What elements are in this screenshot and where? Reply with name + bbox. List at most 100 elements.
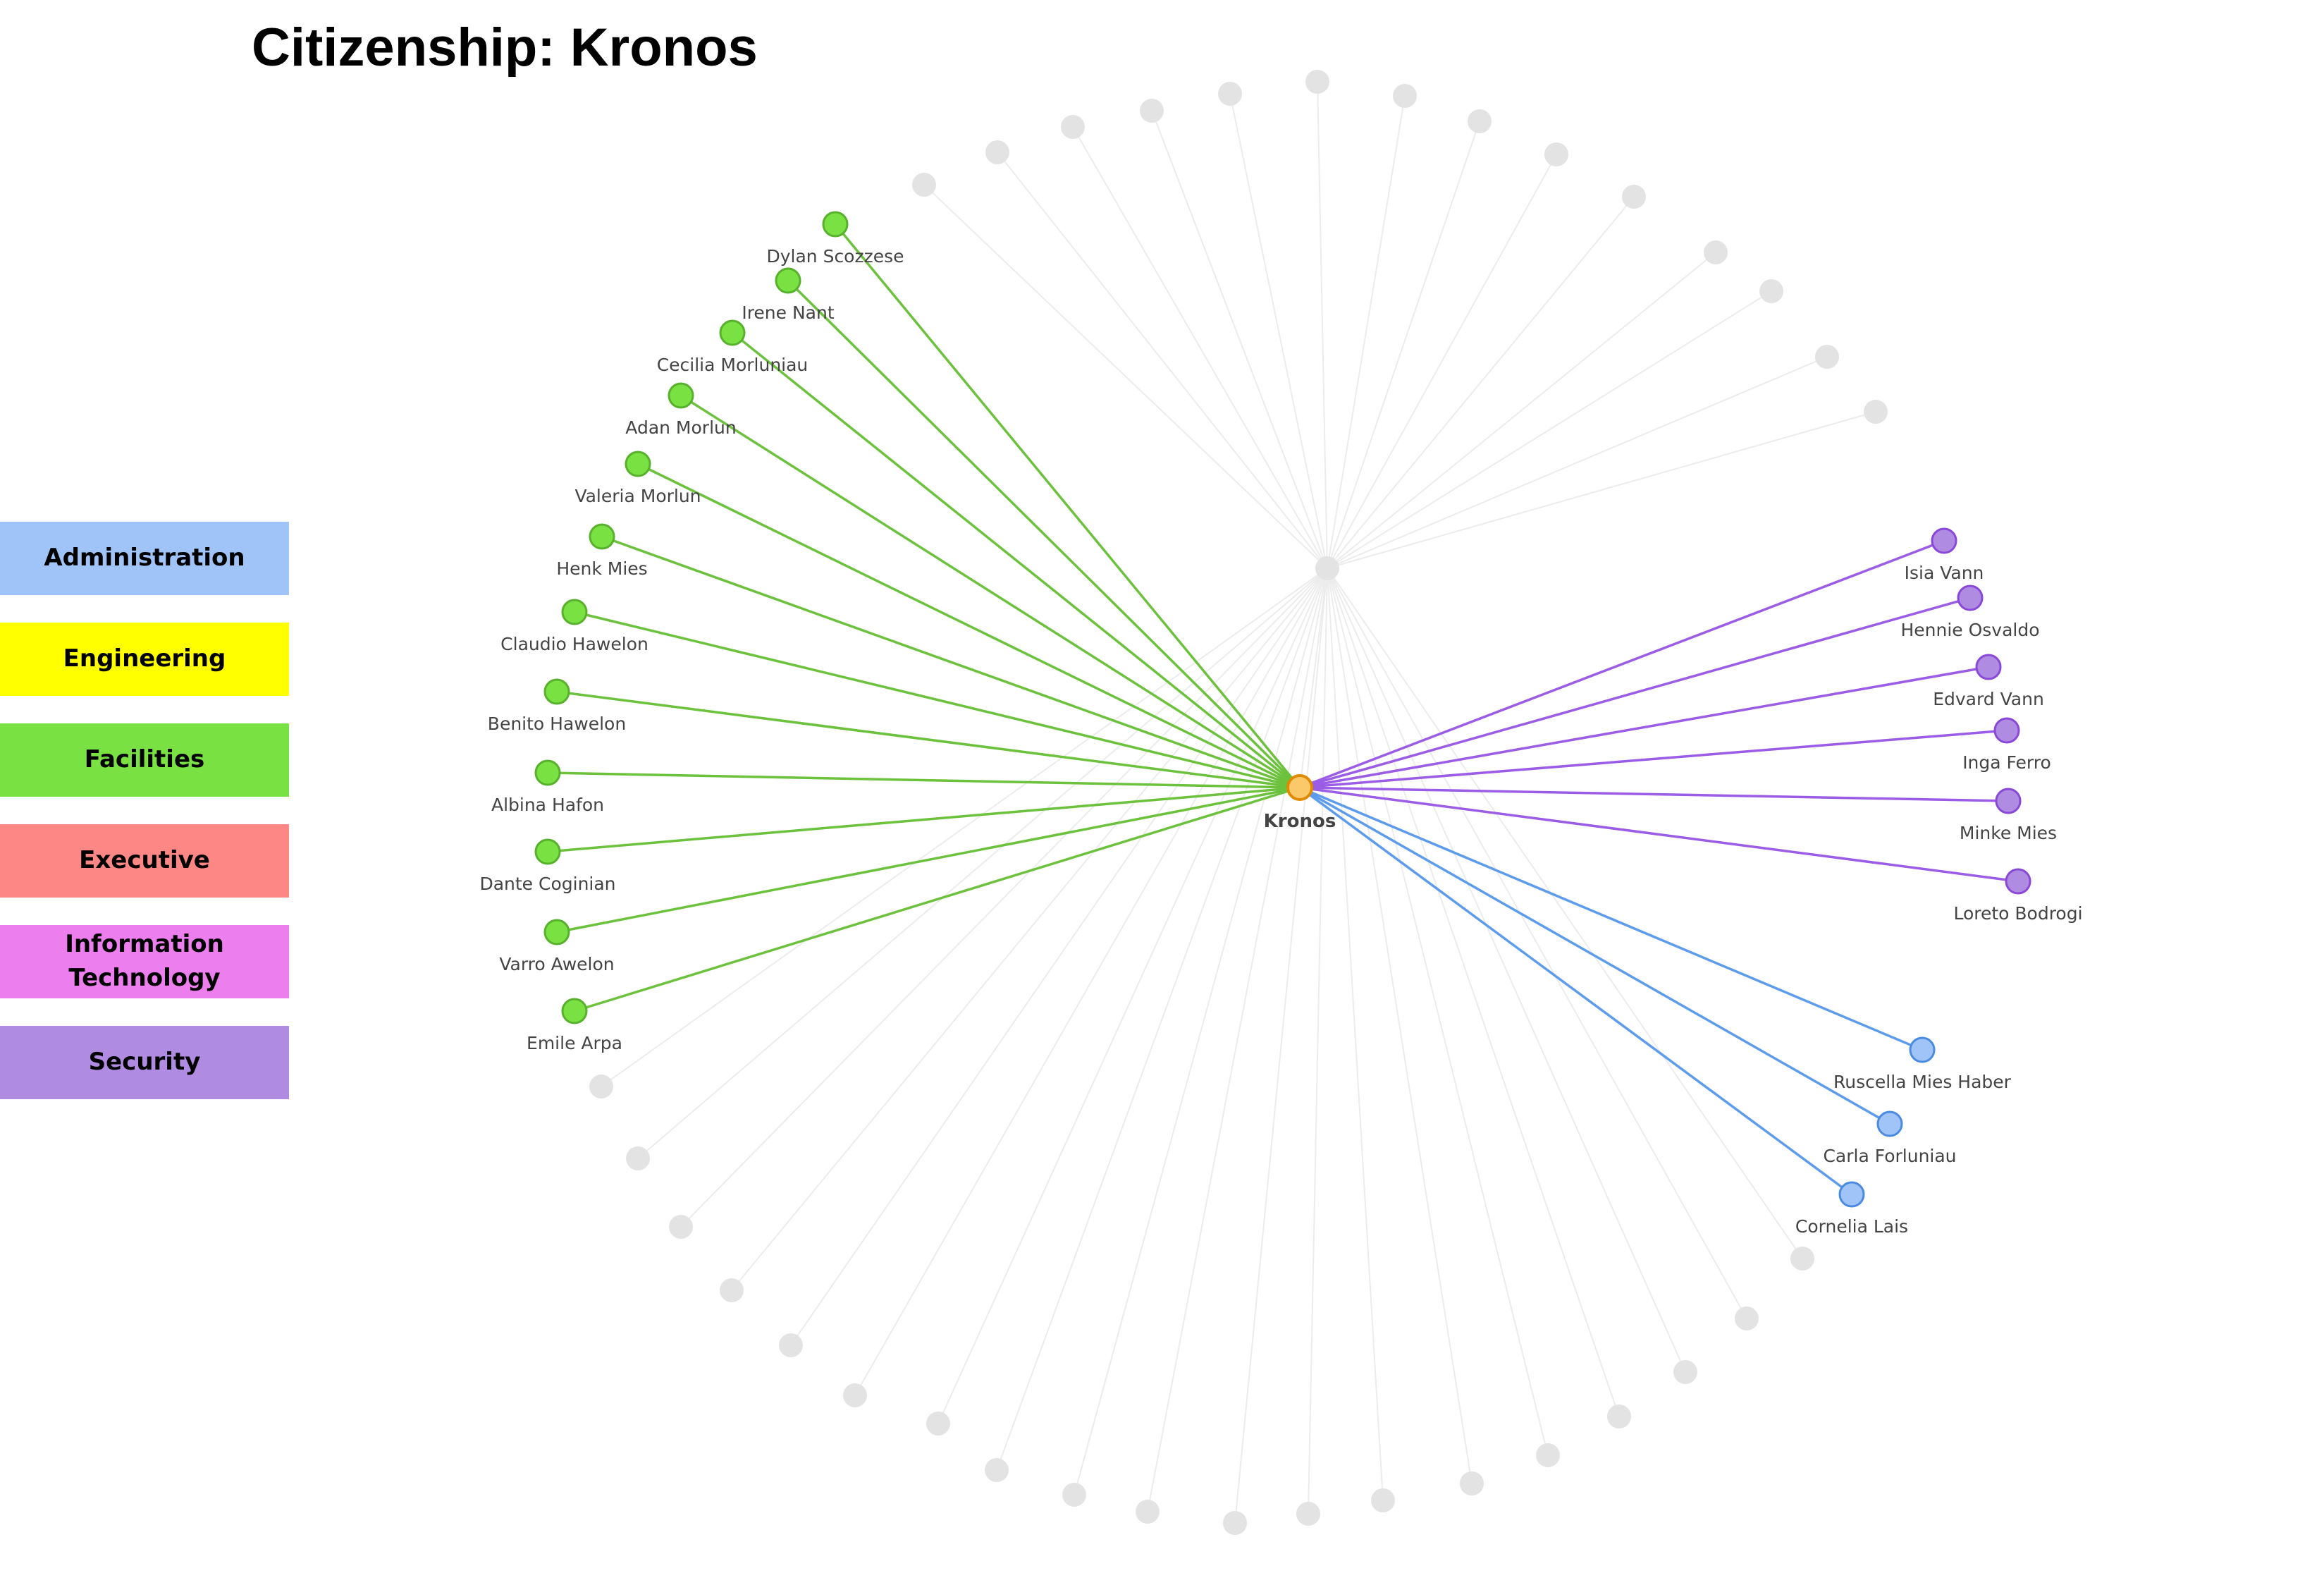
faded-edge xyxy=(1327,154,1557,569)
faded-node[interactable] xyxy=(1140,99,1164,123)
node-varro-awelon[interactable] xyxy=(543,919,570,945)
faded-edge xyxy=(1327,196,1635,569)
faded-node[interactable] xyxy=(1062,1483,1086,1507)
node-edvard-vann[interactable] xyxy=(1975,654,2002,680)
node-henk-mies[interactable] xyxy=(589,523,615,550)
faded-node[interactable] xyxy=(1607,1404,1631,1428)
node-inga-ferro[interactable] xyxy=(1993,717,2020,744)
legend-item-information-technology[interactable]: Information Technology xyxy=(0,925,289,998)
faded-node[interactable] xyxy=(1864,400,1888,424)
faded-edge xyxy=(1327,411,1876,569)
faded-node[interactable] xyxy=(1305,70,1329,94)
edge-kronos-loreto-bodrogi xyxy=(1299,786,2019,883)
faded-node[interactable] xyxy=(1061,115,1085,139)
faded-node[interactable] xyxy=(912,173,936,197)
faded-edge xyxy=(1074,568,1328,1495)
faded-node[interactable] xyxy=(1790,1247,1814,1271)
node-cecilia-morluniau[interactable] xyxy=(719,319,746,346)
edge-kronos-varro-awelon xyxy=(556,786,1301,934)
legend-item-engineering[interactable]: Engineering xyxy=(0,623,289,696)
node-kronos[interactable] xyxy=(1286,774,1313,801)
faded-node[interactable] xyxy=(985,140,1009,164)
node-adan-morlun[interactable] xyxy=(668,382,694,409)
faded-node[interactable] xyxy=(1622,185,1646,209)
faded-node[interactable] xyxy=(1296,1502,1320,1526)
faded-node[interactable] xyxy=(1371,1488,1395,1512)
faded-edge xyxy=(790,568,1328,1346)
faded-node[interactable] xyxy=(669,1215,693,1239)
node-minke-mies[interactable] xyxy=(1995,788,2022,814)
faded-edge xyxy=(1327,568,1384,1501)
node-benito-hawelon[interactable] xyxy=(543,678,570,705)
faded-node[interactable] xyxy=(1759,279,1783,303)
faded-edge xyxy=(1327,121,1480,569)
node-claudio-hawelon[interactable] xyxy=(561,599,588,625)
faded-node[interactable] xyxy=(1735,1306,1759,1330)
faded-edge xyxy=(1327,568,1686,1373)
faded-node[interactable] xyxy=(1536,1443,1560,1467)
page-title: Citizenship: Kronos xyxy=(252,18,758,78)
faded-edge xyxy=(937,568,1328,1424)
node-label-irene-nant: Irene Nant xyxy=(742,302,835,323)
faded-node[interactable] xyxy=(589,1075,613,1098)
edge-kronos-dante-coginian xyxy=(547,786,1301,853)
faded-edge xyxy=(1234,568,1328,1524)
faded-edge xyxy=(1308,568,1328,1514)
node-valeria-morlun[interactable] xyxy=(625,451,651,477)
faded-node[interactable] xyxy=(1468,109,1492,133)
faded-node[interactable] xyxy=(1815,345,1839,369)
faded-edge xyxy=(1299,568,1328,788)
faded-edge xyxy=(1327,356,1828,569)
legend-item-security[interactable]: Security xyxy=(0,1026,289,1099)
node-isia-vann[interactable] xyxy=(1931,527,1957,554)
node-loreto-bodrogi[interactable] xyxy=(2005,868,2031,895)
faded-node[interactable] xyxy=(626,1146,650,1170)
edge-kronos-dylan-scozzese xyxy=(834,223,1301,789)
faded-node[interactable] xyxy=(1223,1511,1247,1535)
node-dylan-scozzese[interactable] xyxy=(822,211,849,238)
node-label-loreto-bodrogi: Loreto Bodrogi xyxy=(1953,903,2082,924)
node-label-dante-coginian: Dante Coginian xyxy=(479,874,615,894)
node-label-claudio-hawelon: Claudio Hawelon xyxy=(500,634,648,654)
faded-node[interactable] xyxy=(1136,1500,1160,1524)
node-label-carla-forluniau: Carla Forluniau xyxy=(1823,1146,1956,1166)
faded-node[interactable] xyxy=(1460,1471,1484,1495)
node-albina-hafon[interactable] xyxy=(534,759,561,786)
faded-node[interactable] xyxy=(985,1458,1009,1482)
faded-edge xyxy=(1327,290,1772,569)
faded-node[interactable] xyxy=(720,1278,744,1302)
edge-kronos-cornelia-lais xyxy=(1298,786,1853,1196)
faded-edge xyxy=(1147,568,1328,1512)
faded-node[interactable] xyxy=(1393,84,1417,108)
faded-edge xyxy=(1151,110,1328,569)
legend-item-administration[interactable]: Administration xyxy=(0,522,289,595)
node-carla-forluniau[interactable] xyxy=(1876,1110,1903,1137)
node-dante-coginian[interactable] xyxy=(534,838,561,865)
faded-nodes xyxy=(589,70,1888,1535)
node-hennie-osvaldo[interactable] xyxy=(1957,584,1984,611)
node-label-dylan-scozzese: Dylan Scozzese xyxy=(766,246,904,267)
node-ruscella-mies-haber[interactable] xyxy=(1909,1036,1936,1063)
faded-node[interactable] xyxy=(1673,1360,1697,1384)
faded-hub-node[interactable] xyxy=(1315,556,1339,580)
faded-node[interactable] xyxy=(1218,82,1242,106)
node-emile-arpa[interactable] xyxy=(561,998,588,1024)
faded-node[interactable] xyxy=(779,1333,803,1357)
faded-edge xyxy=(1317,81,1328,569)
node-label-benito-hawelon: Benito Hawelon xyxy=(488,714,626,734)
node-label-emile-arpa: Emile Arpa xyxy=(527,1033,622,1053)
faded-node[interactable] xyxy=(1544,142,1568,166)
node-label-hennie-osvaldo: Hennie Osvaldo xyxy=(1900,620,2039,640)
faded-edge xyxy=(1327,568,1549,1456)
legend-item-facilities[interactable]: Facilities xyxy=(0,723,289,797)
faded-edge xyxy=(1327,568,1620,1417)
node-irene-nant[interactable] xyxy=(775,267,801,294)
faded-node[interactable] xyxy=(843,1383,867,1407)
node-cornelia-lais[interactable] xyxy=(1838,1181,1865,1208)
edge-kronos-henk-mies xyxy=(601,535,1301,789)
faded-node[interactable] xyxy=(1704,240,1728,264)
legend-item-executive[interactable]: Executive xyxy=(0,824,289,898)
faded-edge xyxy=(854,568,1328,1396)
faded-node[interactable] xyxy=(926,1412,950,1436)
